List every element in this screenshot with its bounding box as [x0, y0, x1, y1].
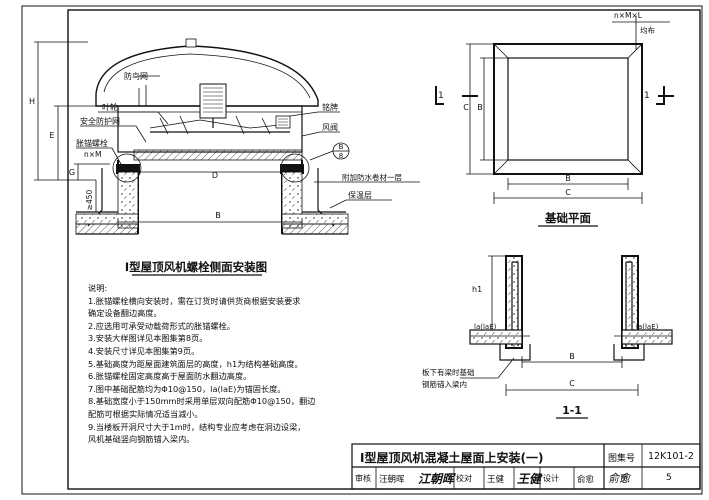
dim-450: ≥450 — [85, 189, 94, 210]
plan-outer — [493, 43, 643, 175]
note-line: 7.图中基础配筋均为Φ10@150，la(laE)为锚固长度。 — [88, 383, 286, 394]
callout-top-text: B — [339, 143, 344, 151]
section-slab-right — [621, 329, 673, 345]
slab-right — [281, 213, 349, 225]
foundation-plan-drawing: 1 1 C B B C n×M×L 均布 基础平面 — [435, 11, 674, 227]
design-label: 设计 — [543, 474, 559, 483]
dim-h: H — [29, 97, 35, 106]
flange-left — [116, 164, 140, 174]
note-line: 9.当楼板开洞尺寸大于1m时，结构专业应考虑在洞边设梁， — [88, 421, 306, 432]
plan-uniform: 均布 — [640, 25, 655, 35]
note-line: 确定设备翻边高度。 — [88, 308, 162, 319]
plan-bolt-spec: n×M×L — [614, 11, 643, 20]
insulation-left — [75, 223, 139, 235]
notes-block: 说明: 1.胀锚螺栓横向安装时，需在订货时请供货商根据安装要求 确定设备翻边高度… — [88, 282, 348, 446]
note-line: 5.基础高度为距屋面建筑面层的高度，h1为结构基础高度。 — [88, 358, 303, 369]
side-installation-title: I型屋顶风机螺栓侧面安装图 — [125, 260, 267, 274]
page-number: 5 — [666, 473, 672, 483]
checker-name: 王健 — [487, 475, 505, 485]
section-1-1-drawing: h1 la(laE) la(laE) B C 板下有梁时基础 钢筋锚入梁内 1-… — [422, 255, 673, 419]
reviewer-signature: 江朝晖 — [418, 472, 455, 486]
plan-inner — [507, 57, 629, 161]
plan-dim-b-side: B — [477, 103, 483, 112]
atlas-label: 图集号 — [608, 454, 636, 464]
outer-border — [21, 5, 703, 495]
label-nameplate: 铭牌 — [322, 102, 338, 112]
motor — [199, 83, 227, 119]
designer-signature: 俞愈 — [608, 472, 630, 485]
dim-e: E — [49, 131, 54, 140]
label-anchor-bolt: 胀锚螺栓 — [76, 138, 108, 148]
side-installation-drawing: B 8 H E G ≥450 D B 防鸟网 叶轮 安全防护网 胀锚螺栓 n×M… — [29, 38, 420, 276]
designer-name: 俞愈 — [577, 475, 595, 485]
section-note-2: 钢筋锚入梁内 — [422, 379, 467, 389]
section-title: 1-1 — [562, 404, 582, 417]
page-label: 页 — [620, 474, 628, 483]
hood-cap — [185, 38, 197, 48]
dim-b: B — [215, 211, 221, 220]
check-label: 校对 — [456, 474, 472, 483]
sheet-title: I型屋顶风机混凝土屋面上安装(一) — [360, 451, 544, 465]
section-slab-left — [469, 329, 523, 345]
note-line: 1.胀锚螺栓横向安装时，需在订货时请供货商根据安装要求 — [88, 295, 301, 306]
note-line: 8.基础宽度小于150mm时采用单层双向配筋Φ10@150，翻边 — [88, 396, 316, 407]
label-bolt-spec: n×M — [84, 150, 102, 159]
section-dim-c: C — [569, 379, 575, 388]
note-line: 风机基础竖向钢筋锚入梁内。 — [88, 434, 195, 445]
foundation-plan-title: 基础平面 — [544, 211, 591, 225]
insulation-right — [281, 223, 349, 235]
section-note-1: 板下有梁时基础 — [422, 367, 475, 377]
callout-bottom-text: 8 — [339, 152, 343, 160]
detail-circle-left — [112, 153, 142, 183]
note-line: 4.安装尺寸详见本图集第9页。 — [88, 345, 200, 356]
note-line: 3.安装大样图详见本图集第8页。 — [88, 333, 208, 344]
fan-hood — [95, 45, 319, 107]
plan-dim-c-side: C — [463, 103, 469, 112]
section-mark-left: 1 — [438, 91, 444, 101]
label-bird-net: 防鸟网 — [124, 71, 148, 81]
label-waterproof: 附加防水卷材一层 — [342, 172, 402, 182]
plan-dim-b-bottom: B — [565, 174, 571, 183]
plan-dim-c-bottom: C — [565, 188, 571, 197]
note-line: 配筋可根据实际情况适当减小。 — [88, 408, 203, 419]
flange-right — [280, 164, 304, 174]
label-insulation: 保温层 — [348, 190, 372, 200]
damper-blades — [133, 149, 303, 161]
section-mark-right: 1 — [644, 91, 650, 101]
note-line: 6.胀锚螺栓固定高度高于屋面防水翻边高度。 — [88, 371, 252, 382]
section-h1: h1 — [472, 285, 482, 294]
label-damper: 风阀 — [322, 123, 338, 132]
label-safety-net: 安全防护网 — [80, 116, 120, 126]
slab-left — [75, 213, 139, 225]
dim-d: D — [212, 171, 218, 180]
section-dim-b: B — [569, 352, 575, 361]
notes-heading: 说明: — [88, 283, 108, 293]
dim-g: G — [69, 168, 75, 177]
atlas-number: 12K101-2 — [648, 451, 694, 462]
checker-signature: 王健 — [517, 472, 542, 486]
title-block — [351, 443, 701, 490]
reviewer-name: 汪朝晖 — [379, 475, 405, 485]
section-la-right: la(laE) — [636, 323, 659, 331]
detail-circle-right — [280, 153, 310, 183]
review-label: 审核 — [355, 474, 371, 483]
section-la-left: la(laE) — [474, 323, 497, 331]
note-line: 2.应选用可承受动载荷形式的胀锚螺栓。 — [88, 320, 235, 331]
label-impeller: 叶轮 — [102, 102, 118, 112]
